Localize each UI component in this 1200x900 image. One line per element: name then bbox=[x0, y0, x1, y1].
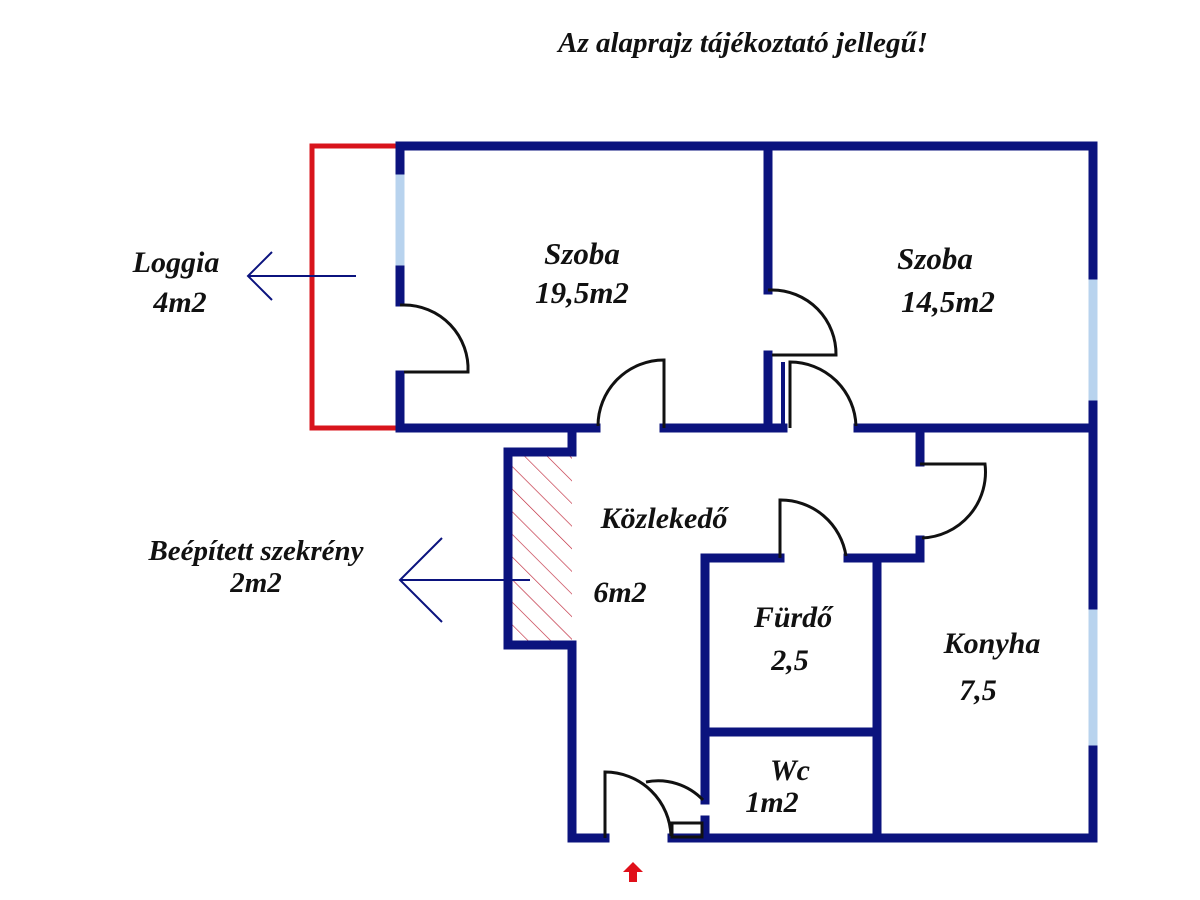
room-name: Szoba bbox=[544, 236, 620, 271]
loggia-outline bbox=[309, 143, 400, 431]
entrance-door[interactable] bbox=[603, 770, 673, 838]
loggia-area: 4m2 bbox=[152, 286, 206, 319]
doors bbox=[400, 288, 987, 839]
room-name: Közlekedő bbox=[600, 502, 730, 535]
door-szoba1[interactable] bbox=[596, 358, 666, 428]
door-konyha[interactable] bbox=[920, 462, 987, 540]
loggia-label: Loggia bbox=[132, 246, 220, 279]
room-area: 1m2 bbox=[745, 786, 798, 819]
door-szoba2[interactable] bbox=[768, 288, 838, 357]
door-loggia[interactable] bbox=[400, 303, 470, 374]
loggia-arrow bbox=[246, 251, 356, 301]
room-area: 2,5 bbox=[770, 644, 809, 677]
built-in-cabinet bbox=[510, 454, 572, 642]
cabinet-area: 2m2 bbox=[229, 567, 282, 599]
room-area: 19,5m2 bbox=[535, 275, 629, 310]
disclaimer-title: Az alaprajz tájékoztató jellegű! bbox=[556, 27, 928, 59]
cabinet-arrow bbox=[398, 537, 530, 623]
door-szoba2-hall[interactable] bbox=[788, 360, 858, 428]
windows bbox=[395, 170, 1098, 750]
door-wc[interactable] bbox=[645, 779, 705, 802]
wc-door-stop bbox=[670, 821, 704, 839]
room-name: Szoba bbox=[897, 241, 973, 276]
room-name: Fürdő bbox=[753, 601, 834, 634]
room-name: Wc bbox=[770, 754, 810, 787]
door-furdo[interactable] bbox=[778, 498, 848, 558]
room-area: 7,5 bbox=[959, 674, 997, 707]
cabinet-label: Beépített szekrény bbox=[147, 535, 363, 567]
walls bbox=[395, 141, 1098, 843]
room-area: 14,5m2 bbox=[901, 284, 995, 319]
room-name: Konyha bbox=[943, 627, 1041, 660]
room-area: 6m2 bbox=[593, 576, 646, 609]
entry-arrow-icon bbox=[623, 862, 643, 882]
